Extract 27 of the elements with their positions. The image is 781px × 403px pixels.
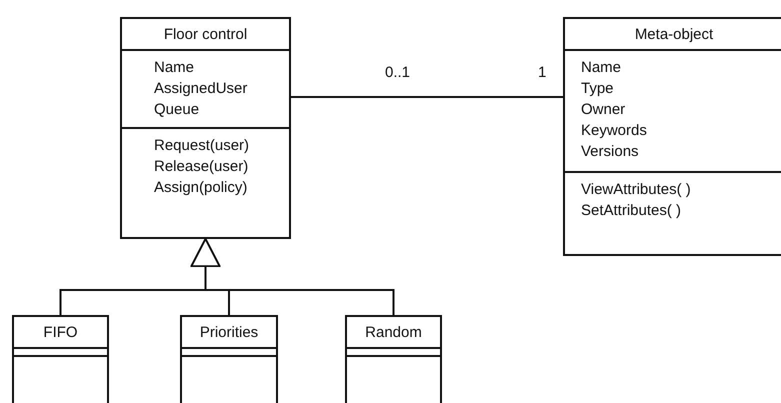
class-box (180, 315, 278, 403)
class-box (120, 17, 291, 239)
attribute-text: Type (581, 79, 615, 99)
operation-text: ViewAttributes( ) (581, 180, 692, 200)
attribute-text: Queue (154, 100, 200, 120)
operation-text: Assign(policy) (154, 178, 248, 198)
operation-text: Request(user) (154, 136, 250, 156)
class-name: Random (365, 322, 422, 342)
attribute-text: Name (581, 58, 622, 78)
operation-text: SetAttributes( ) (581, 201, 682, 221)
class-box (345, 315, 442, 403)
operation-text: Release(user) (154, 157, 250, 177)
class-name: FIFO (43, 322, 78, 342)
attribute-text: Name (154, 58, 196, 78)
class-name: Floor control (164, 24, 248, 44)
class-box (12, 315, 109, 403)
multiplicity-label: 0..1 (385, 64, 410, 82)
attribute-text: Versions (581, 142, 640, 162)
attribute-text: AssignedUser (154, 79, 248, 99)
attribute-text: Owner (581, 100, 626, 120)
generalization-arrow (190, 238, 394, 315)
multiplicity-label: 1 (538, 64, 546, 82)
class-name: Meta-object (634, 24, 714, 44)
class-name: Priorities (200, 322, 258, 342)
class-box (563, 17, 781, 256)
attribute-text: Keywords (581, 121, 648, 141)
association-line (291, 96, 563, 98)
